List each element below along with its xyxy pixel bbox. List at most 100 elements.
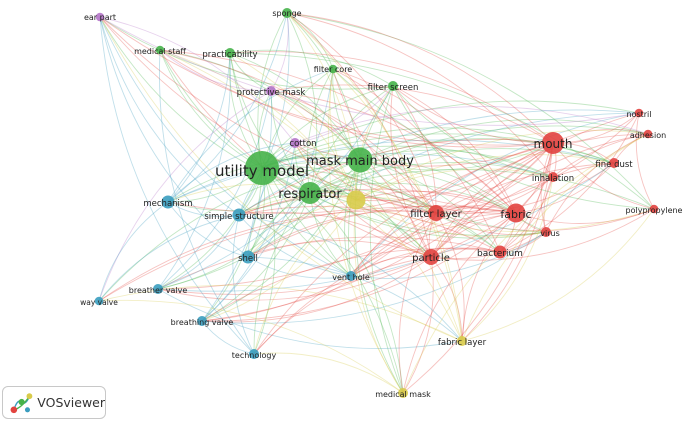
link-fine-dust-utility-model	[261, 133, 615, 169]
link-fabric-layer-shell	[247, 256, 463, 342]
link-filter-core-sponge	[286, 12, 334, 70]
link-breather-valve-practicability	[157, 52, 231, 290]
node-filter-screen[interactable]	[388, 81, 398, 91]
node-mask-main-body[interactable]	[347, 147, 373, 173]
link-bacterium-simple-structure	[238, 205, 501, 253]
link-fabric-layer-filter-core	[332, 68, 463, 342]
link-nostril-utility-model	[261, 100, 640, 169]
node-medical-staff[interactable]	[155, 45, 165, 55]
node-fabric[interactable]	[506, 203, 526, 223]
link-filter-layer-filter-screen	[392, 85, 437, 214]
link-filter-screen-mouth	[392, 85, 554, 144]
link-mechanism-simple-structure	[167, 201, 240, 217]
link-filter-layer-inhalation	[435, 176, 554, 214]
link-ear-part-mouth	[99, 16, 554, 146]
link-filter-core-filter-layer	[332, 68, 437, 214]
node-nostril[interactable]	[634, 108, 644, 118]
node-vent-hole[interactable]	[346, 271, 356, 281]
link-breathing-valve-virus	[201, 231, 547, 324]
link-layer	[98, 12, 655, 394]
link-mask-hub-shell	[247, 199, 357, 258]
node-virus[interactable]	[541, 227, 551, 237]
node-practicability[interactable]	[225, 48, 235, 58]
link-fabric-respirator	[309, 182, 517, 214]
node-utility-model[interactable]	[245, 151, 279, 185]
node-respirator[interactable]	[299, 182, 321, 204]
label-filter-core: filter core	[314, 65, 353, 74]
vosviewer-badge[interactable]: VOSviewer	[2, 386, 106, 419]
node-breather-valve[interactable]	[153, 284, 163, 294]
node-cotton[interactable]	[290, 138, 300, 148]
link-filter-screen-particle	[390, 85, 432, 258]
link-particle-vent-hole	[350, 255, 432, 277]
label-adhesion: adhesion	[630, 131, 666, 140]
node-ear-part[interactable]	[95, 12, 105, 22]
link-breathing-valve-fabric	[201, 212, 517, 322]
node-sponge[interactable]	[282, 8, 292, 18]
link-filter-layer-fine-dust	[435, 162, 615, 215]
label-polypropylene: polypropylene	[626, 206, 683, 215]
link-ear-part-filter-screen	[99, 16, 394, 90]
link-fabric-vent-hole	[350, 212, 517, 277]
link-breather-valve-fabric	[157, 212, 517, 295]
link-mask-hub-simple-structure	[238, 195, 357, 216]
node-technology[interactable]	[249, 349, 259, 359]
node-fabric-layer[interactable]	[457, 336, 467, 346]
node-medical-mask[interactable]	[398, 388, 408, 398]
link-filter-core-mechanism	[167, 68, 334, 203]
link-simple-structure-vent-hole	[238, 214, 352, 277]
link-fabric-technology	[253, 212, 517, 355]
link-mask-main-body-sponge	[286, 12, 361, 161]
node-bacterium[interactable]	[493, 245, 507, 259]
node-simple-structure[interactable]	[232, 208, 246, 222]
node-way-valve[interactable]	[94, 296, 104, 306]
node-particle[interactable]	[423, 249, 439, 265]
link-fabric-layer-practicability	[229, 52, 463, 342]
label-utility-model: utility model	[215, 162, 309, 180]
link-fine-dust-particle	[430, 162, 615, 258]
node-breathing-valve[interactable]	[197, 316, 207, 326]
node-filter-layer[interactable]	[428, 205, 444, 221]
link-fabric-layer-inhalation	[461, 176, 554, 342]
node-shell[interactable]	[241, 250, 255, 264]
node-mouth[interactable]	[542, 132, 564, 154]
link-filter-screen-practicability	[229, 49, 394, 87]
link-fine-dust-mask-hub	[355, 154, 615, 201]
node-fine-dust[interactable]	[609, 158, 619, 168]
link-medical-mask-utility-model	[261, 167, 404, 394]
link-cotton-mouth	[294, 142, 554, 167]
link-breathing-valve-particle	[201, 256, 432, 323]
link-breathing-valve-mask-main-body	[201, 159, 361, 322]
link-fabric-medical-mask	[402, 212, 517, 394]
link-fabric-utility-model	[261, 161, 517, 214]
label-bacterium: bacterium	[477, 249, 523, 259]
link-mechanism-sponge	[167, 12, 288, 203]
link-respirator-technology	[253, 192, 311, 355]
node-protective-mask[interactable]	[266, 86, 276, 96]
link-cotton-filter-layer	[294, 142, 437, 214]
node-layer[interactable]	[94, 8, 659, 398]
node-polypropylene[interactable]	[649, 204, 659, 214]
link-fabric-layer-way-valve	[98, 284, 463, 342]
link-nostril-vent-hole	[350, 112, 640, 277]
label-medical-mask: medical mask	[375, 390, 431, 399]
link-breather-valve-mask-main-body	[157, 159, 361, 290]
link-fine-dust-vent-hole	[350, 162, 615, 277]
node-mask-hub[interactable]	[346, 190, 366, 210]
link-mask-hub-polypropylene	[355, 199, 655, 232]
link-filter-layer-mouth	[435, 142, 554, 214]
link-mouth-simple-structure	[238, 138, 554, 216]
node-inhalation[interactable]	[548, 172, 558, 182]
link-mouth-particle	[430, 142, 554, 258]
link-filter-screen-inhalation	[392, 85, 554, 178]
link-breather-valve-mouth	[157, 142, 554, 290]
link-medical-mask-mouth	[402, 142, 554, 394]
node-adhesion[interactable]	[643, 129, 653, 139]
link-fabric-polypropylene	[515, 208, 655, 224]
link-filter-layer-medical-mask	[398, 212, 437, 394]
link-mouth-vent-hole	[350, 142, 554, 277]
node-filter-core[interactable]	[328, 64, 338, 74]
node-mechanism[interactable]	[161, 195, 175, 209]
